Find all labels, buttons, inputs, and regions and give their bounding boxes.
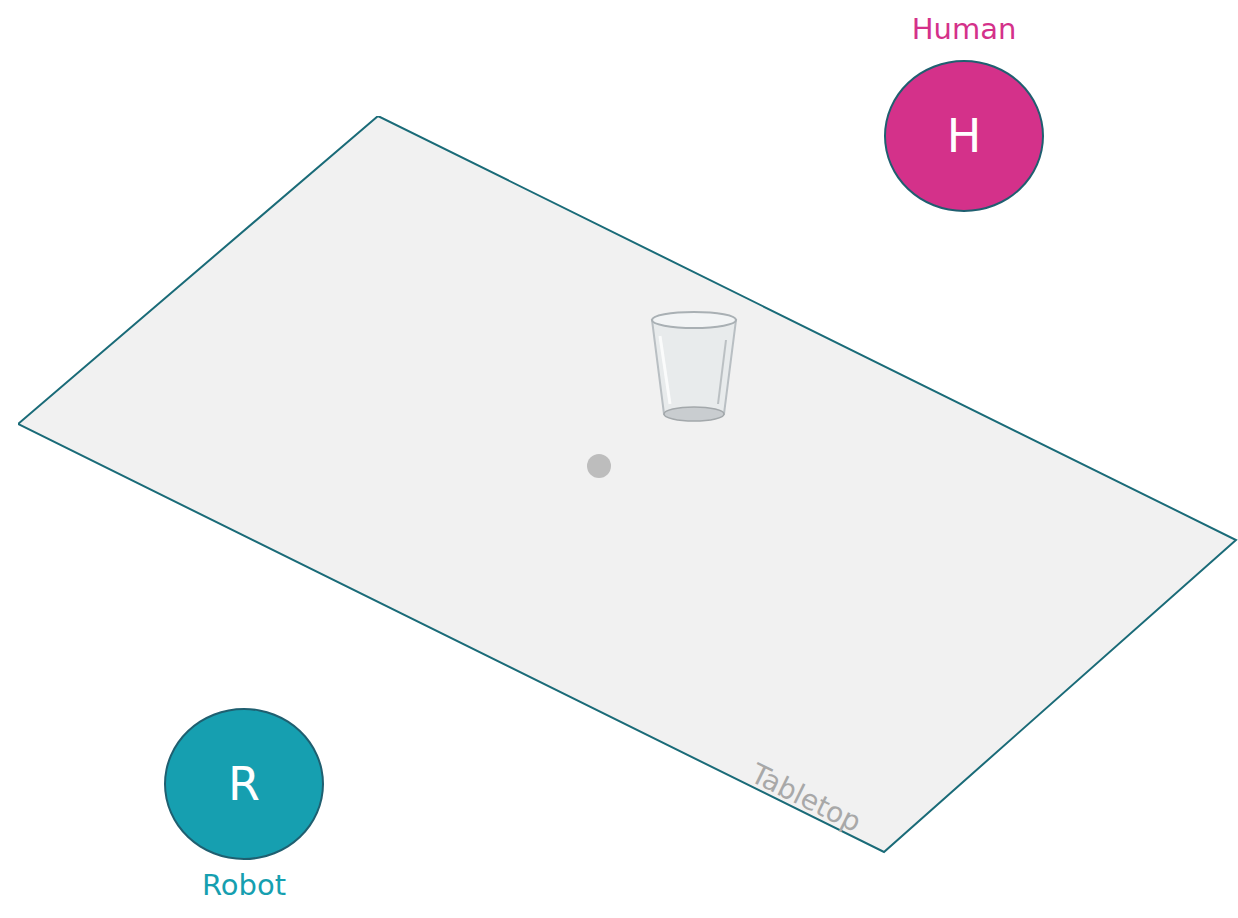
agent-circle: R <box>164 708 324 860</box>
agent-node: H Human <box>884 6 1044 212</box>
agent-name: Human <box>884 12 1044 46</box>
agent-initial: H <box>947 109 982 163</box>
agent-initial: R <box>228 757 260 811</box>
agent-circle: H <box>884 60 1044 212</box>
agent-name: Robot <box>164 868 324 902</box>
agent-node: R Robot <box>164 708 324 908</box>
